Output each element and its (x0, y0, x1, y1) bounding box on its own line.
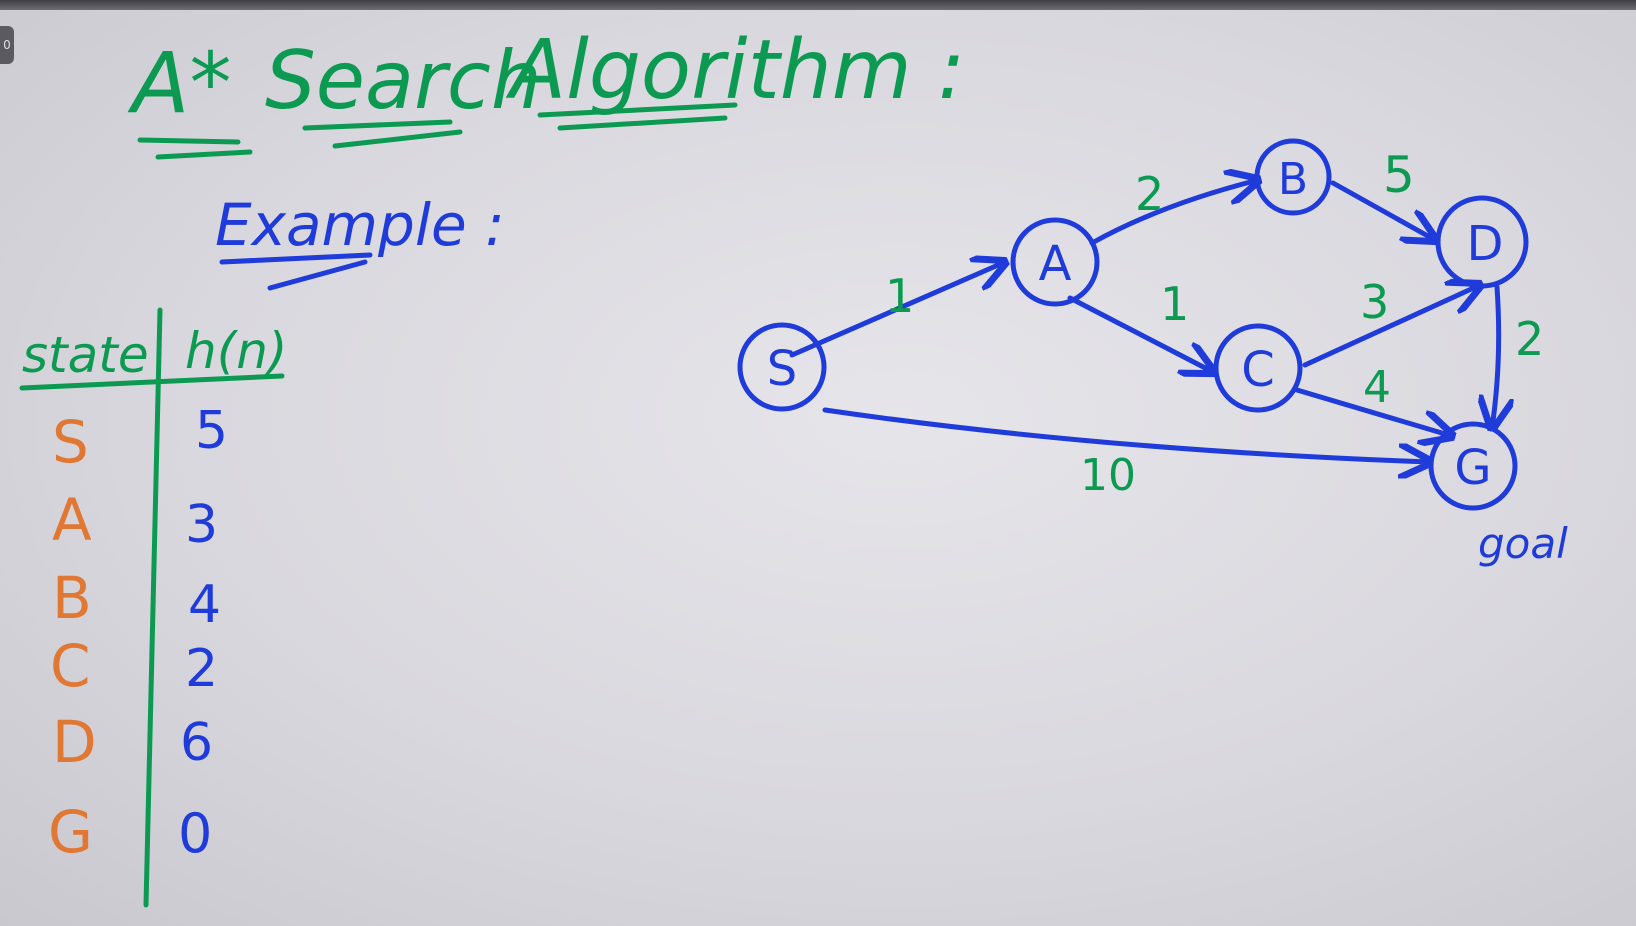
table-row-state: B (52, 564, 92, 632)
video-top-bar (0, 0, 1636, 10)
table-row-h: 6 (180, 713, 213, 773)
table-row-state: C (50, 632, 91, 700)
edge-weight-label: 4 (1363, 362, 1391, 413)
node-label: D (1467, 216, 1504, 272)
table-row-h: 3 (185, 495, 218, 555)
node-c-circle (1213, 323, 1303, 413)
heuristic-table: state h(n) S 5 A 3 B 4 C 2 D 6 G 0 (19, 307, 287, 908)
table-header-state: state (22, 326, 149, 384)
title-underline-search (302, 119, 463, 149)
edge-weights: 1 2 1 5 3 4 2 10 (885, 146, 1544, 501)
table-row-h: 0 (178, 802, 212, 865)
edge-c-g (1294, 387, 1452, 436)
edge-a-b (1089, 180, 1258, 246)
graph-edges (789, 180, 1499, 462)
edge-weight-label: 1 (1160, 277, 1189, 331)
goal-label: goal (1478, 519, 1568, 568)
table-row-state: S (52, 408, 89, 476)
title-search: Search (265, 34, 542, 127)
edge-a-c (1067, 295, 1213, 372)
edge-s-a (789, 262, 1005, 358)
edge-d-g (1492, 284, 1499, 428)
node-label: C (1241, 342, 1275, 398)
node-g-circle (1428, 421, 1518, 511)
edge-b-d (1330, 180, 1435, 240)
example-group: Example : (215, 191, 505, 291)
edge-weight-label: 3 (1360, 275, 1389, 329)
node-b-circle (1254, 138, 1332, 216)
table-row-h: 5 (195, 401, 228, 461)
edge-s-g (822, 407, 1430, 462)
edge-c-d (1302, 285, 1480, 368)
node-a-circle (1010, 217, 1100, 307)
node-s-circle (737, 322, 827, 412)
title-a-star: A* (127, 34, 231, 132)
table-header-h: h(n) (185, 322, 287, 380)
node-d-circle (1435, 195, 1529, 289)
graph-node-labels: S A B C D G goal (767, 154, 1568, 568)
edge-weight-label: 10 (1080, 450, 1136, 501)
node-label: S (767, 341, 797, 397)
edge-weight-label: 2 (1515, 312, 1544, 366)
title-underline-algorithm (537, 102, 738, 131)
node-label: B (1278, 154, 1308, 205)
table-horizontal-rule (19, 373, 285, 391)
edge-weight-label: 1 (885, 269, 914, 323)
video-side-badge[interactable]: 0 (0, 26, 14, 64)
node-label: G (1454, 440, 1491, 496)
edge-weight-label: 5 (1383, 146, 1415, 204)
example-underline (219, 252, 373, 291)
title-group: A* Search Algorithm : (127, 23, 965, 160)
node-label: A (1039, 236, 1072, 292)
table-row-h: 2 (185, 639, 218, 699)
graph-nodes (737, 138, 1529, 511)
edge-weight-label: 2 (1135, 167, 1164, 221)
table-row-state: D (52, 708, 97, 776)
table-row-state: A (52, 486, 92, 554)
table-vertical-rule (143, 307, 163, 908)
example-label: Example : (215, 191, 505, 259)
table-row-state: G (48, 798, 93, 866)
title-algorithm: Algorithm : (505, 23, 965, 118)
title-underline-a (137, 137, 253, 160)
table-row-h: 4 (188, 575, 221, 635)
